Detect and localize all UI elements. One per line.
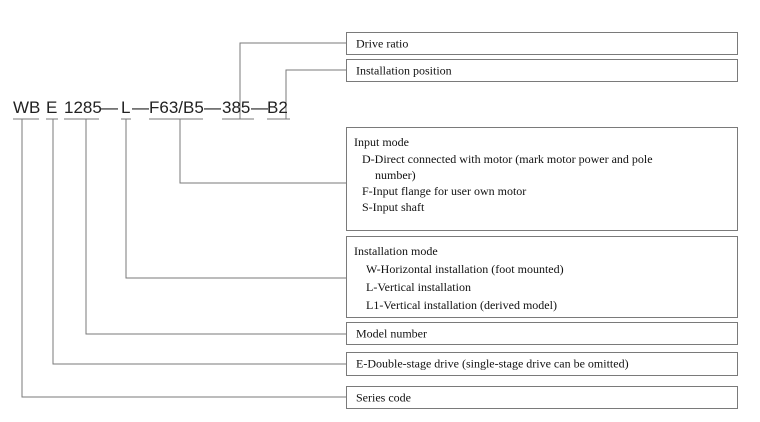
installation-position-label: Installation position	[356, 63, 452, 77]
code-stage: E	[46, 98, 58, 117]
code-separator: —	[251, 98, 268, 117]
connector-series-code	[21, 119, 346, 398]
installation-position-box: Installation position	[346, 59, 738, 82]
installation-mode-option-w: W-Horizontal installation (foot mounted)	[366, 262, 564, 276]
input-mode-option-d: D-Direct connected with motor (mark moto…	[362, 152, 653, 166]
stage-drive-label: E-Double-stage drive (single-stage drive…	[356, 356, 629, 371]
installation-mode-option-l1: L1-Vertical installation (derived model)	[366, 298, 557, 312]
drive-ratio-box: Drive ratio	[346, 32, 738, 55]
connector-model-number	[85, 119, 346, 335]
code-model: 1285	[64, 98, 102, 117]
drive-ratio-label: Drive ratio	[356, 36, 409, 50]
connector-installation-mode	[125, 119, 346, 279]
installation-mode-title: Installation mode	[354, 244, 438, 258]
series-code-label: Series code	[356, 390, 411, 404]
model-number-label: Model number	[356, 326, 427, 340]
connector-input-mode	[179, 119, 346, 184]
code-separator: —	[101, 98, 118, 117]
installation-mode-box: Installation mode W-Horizontal installat…	[346, 236, 738, 318]
connector-stage-drive	[52, 119, 346, 365]
input-mode-option-d-continued: number)	[375, 168, 416, 182]
code-ratio: 385	[222, 98, 251, 117]
input-mode-option-f: F-Input flange for user own motor	[362, 184, 527, 198]
installation-mode-option-l: L-Vertical installation	[366, 280, 471, 294]
code-position: B2	[267, 98, 288, 117]
input-mode-title: Input mode	[354, 135, 409, 149]
stage-drive-box: E-Double-stage drive (single-stage drive…	[346, 352, 738, 376]
code-input: F63/B5	[149, 98, 204, 117]
series-code-box: Series code	[346, 386, 738, 409]
code-series: WB	[13, 98, 41, 117]
connector-installation-position	[285, 69, 346, 119]
code-install-mode: L	[121, 98, 131, 117]
model-number-box: Model number	[346, 322, 738, 345]
code-separator: —	[204, 98, 221, 117]
code-separator: —	[132, 98, 149, 117]
input-mode-box: Input mode D-Direct connected with motor…	[346, 127, 738, 231]
connector-drive-ratio	[239, 42, 346, 119]
input-mode-option-s: S-Input shaft	[362, 200, 425, 214]
